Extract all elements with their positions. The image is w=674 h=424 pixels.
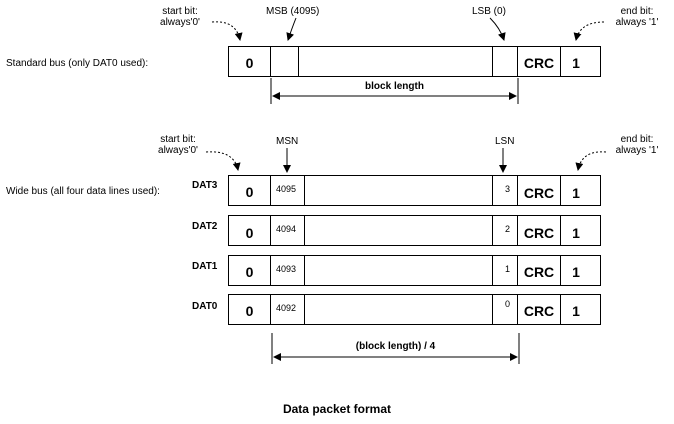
wide-msn-label: MSN bbox=[276, 136, 299, 147]
wide-row-dat3-divider-lsn bbox=[492, 175, 493, 206]
wide-row-dat2-end-cell: 1 bbox=[572, 225, 580, 241]
wide-row-dat1-lsn-value: 1 bbox=[505, 264, 511, 274]
wide-row-dat2-divider-end bbox=[560, 215, 561, 246]
wide-row-dat1-divider-end bbox=[560, 255, 561, 286]
wide-row-dat0-end-cell: 1 bbox=[572, 303, 580, 319]
wide-row-dat1-msn-value: 4093 bbox=[276, 264, 297, 274]
wide-row-dat2-msn-value: 4094 bbox=[276, 224, 297, 234]
wide-start-bit-arrow bbox=[205, 151, 241, 171]
standard-divider-end bbox=[560, 46, 561, 77]
wide-row-dat0-divider-crc bbox=[517, 294, 518, 325]
wide-row-dat1-divider-crc bbox=[517, 255, 518, 286]
wide-row-dat3-end-cell: 1 bbox=[572, 185, 580, 201]
standard-divider-lsb bbox=[492, 46, 493, 77]
wide-row-dat1-divider-start bbox=[270, 255, 271, 286]
standard-msb-label: MSB (4095) bbox=[266, 6, 320, 17]
diagram-caption: Data packet format bbox=[282, 402, 392, 416]
wide-end-bit-label: end bit: always '1' bbox=[606, 134, 668, 156]
wide-row-dat3-divider-msn bbox=[304, 175, 305, 206]
wide-block-length-label: (block length) / 4 bbox=[355, 341, 436, 352]
standard-divider-crc bbox=[517, 46, 518, 77]
wide-end-bit-arrow bbox=[575, 151, 607, 171]
wide-end-bit-line2: always '1' bbox=[615, 145, 659, 156]
wide-row-dat3-divider-start bbox=[270, 175, 271, 206]
standard-start-bit-arrow bbox=[211, 21, 243, 41]
wide-row-dat3-msn-value: 4095 bbox=[276, 184, 297, 194]
standard-block-length-label: block length bbox=[365, 81, 424, 92]
wide-row-dat0-divider-end bbox=[560, 294, 561, 325]
wide-row-dat0-msn-value: 4092 bbox=[276, 303, 297, 313]
wide-row-dat0-start-cell: 0 bbox=[245, 303, 254, 319]
wide-row-dat2-lsn-value: 2 bbox=[505, 224, 511, 234]
standard-end-bit-label: end bit: always '1' bbox=[606, 6, 668, 28]
wide-row-dat2-line-label: DAT2 bbox=[192, 221, 218, 232]
wide-row-dat2-divider-crc bbox=[517, 215, 518, 246]
standard-divider-msb bbox=[298, 46, 299, 77]
wide-row-dat3-lsn-value: 3 bbox=[505, 184, 511, 194]
standard-bus-label: Standard bus (only DAT0 used): bbox=[6, 58, 149, 69]
standard-crc-cell: CRC bbox=[523, 55, 555, 71]
wide-bus-label: Wide bus (all four data lines used): bbox=[6, 186, 160, 197]
standard-start-bit-label: start bit: always'0' bbox=[150, 6, 210, 28]
standard-start-bit-line1: start bit: bbox=[162, 6, 198, 17]
wide-row-dat3-divider-end bbox=[560, 175, 561, 206]
wide-row-dat3-divider-crc bbox=[517, 175, 518, 206]
wide-row-dat0-crc-cell: CRC bbox=[523, 303, 555, 319]
wide-lsn-label: LSN bbox=[495, 136, 515, 147]
wide-row-dat2-start-cell: 0 bbox=[245, 225, 254, 241]
wide-row-dat2-divider-msn bbox=[304, 215, 305, 246]
standard-end-bit-arrow bbox=[573, 21, 605, 41]
wide-row-dat3-start-cell: 0 bbox=[245, 184, 254, 200]
standard-end-bit-line1: end bit: bbox=[620, 6, 654, 17]
standard-lsb-arrow bbox=[489, 17, 506, 41]
wide-row-dat3-frame bbox=[228, 175, 601, 206]
standard-divider-start bbox=[270, 46, 271, 77]
wide-row-dat0-line-label: DAT0 bbox=[192, 301, 218, 312]
wide-row-dat3-line-label: DAT3 bbox=[192, 180, 218, 191]
wide-row-dat2-divider-start bbox=[270, 215, 271, 246]
wide-row-dat0-divider-lsn bbox=[492, 294, 493, 325]
standard-end-bit-line2: always '1' bbox=[615, 17, 659, 28]
wide-row-dat1-start-cell: 0 bbox=[245, 264, 254, 280]
wide-row-dat2-divider-lsn bbox=[492, 215, 493, 246]
wide-row-dat2-frame bbox=[228, 215, 601, 246]
standard-packet-frame bbox=[228, 46, 601, 77]
wide-row-dat0-lsn-value: 0 bbox=[505, 299, 511, 309]
wide-row-dat1-divider-lsn bbox=[492, 255, 493, 286]
wide-row-dat3-crc-cell: CRC bbox=[523, 185, 555, 201]
standard-lsb-label: LSB (0) bbox=[472, 6, 506, 17]
wide-row-dat1-divider-msn bbox=[304, 255, 305, 286]
standard-start-bit-line2: always'0' bbox=[160, 17, 200, 28]
wide-row-dat0-divider-start bbox=[270, 294, 271, 325]
wide-row-dat1-crc-cell: CRC bbox=[523, 264, 555, 280]
wide-row-dat2-crc-cell: CRC bbox=[523, 225, 555, 241]
wide-start-bit-line2: always'0' bbox=[158, 145, 198, 156]
wide-row-dat1-end-cell: 1 bbox=[572, 264, 580, 280]
wide-start-bit-label: start bit: always'0' bbox=[148, 134, 208, 156]
wide-row-dat0-frame bbox=[228, 294, 601, 325]
wide-row-dat1-line-label: DAT1 bbox=[192, 261, 218, 272]
standard-start-bit-cell: 0 bbox=[245, 55, 254, 71]
standard-end-bit-cell: 1 bbox=[572, 55, 580, 71]
wide-row-dat1-frame bbox=[228, 255, 601, 286]
wide-start-bit-line1: start bit: bbox=[160, 134, 196, 145]
wide-row-dat0-divider-msn bbox=[304, 294, 305, 325]
wide-end-bit-line1: end bit: bbox=[620, 134, 654, 145]
standard-msb-arrow bbox=[286, 17, 297, 41]
